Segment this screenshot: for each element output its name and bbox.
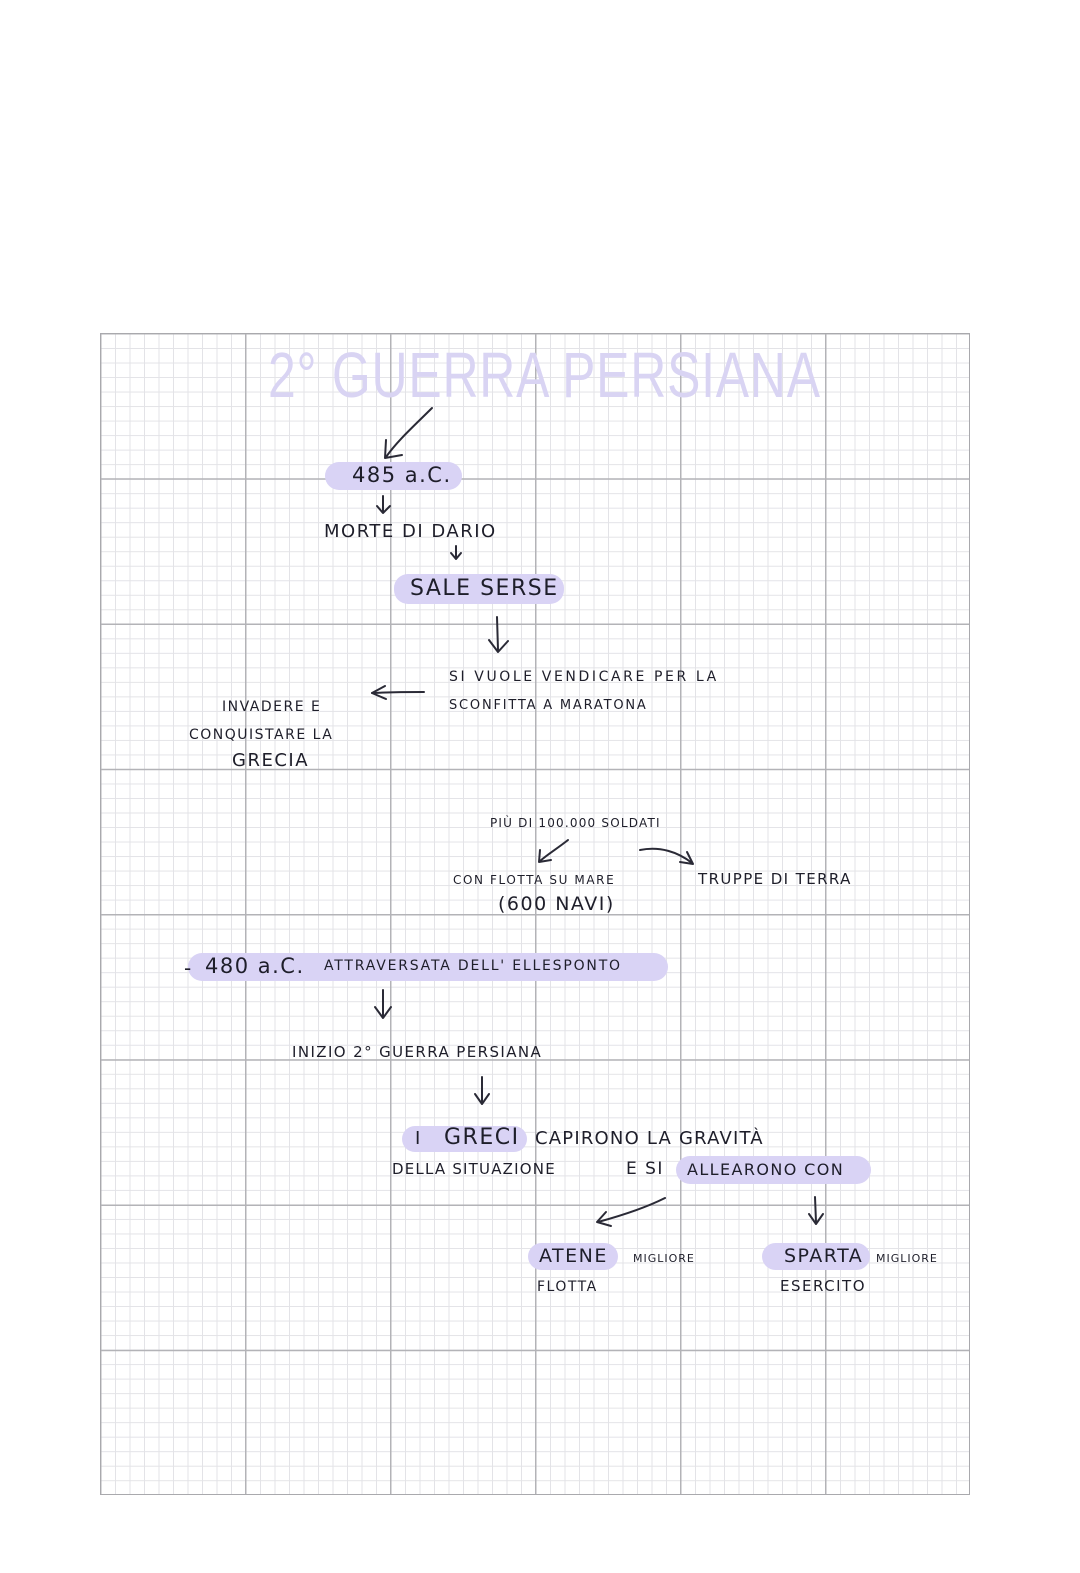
e-si: E SI — [626, 1159, 664, 1179]
highlight-alleati — [676, 1156, 871, 1184]
vendicare-line-2: SCONFITTA A MARATONA — [449, 698, 648, 713]
date-485: 485 a.C. — [352, 463, 452, 487]
date-480: 480 a.C. — [205, 954, 305, 978]
truppe-di-terra: TRUPPE DI TERRA — [698, 870, 852, 888]
invadere-line-2: CONQUISTARE LA — [189, 727, 334, 743]
flotta-line-1: CON FLOTTA SU MARE — [453, 873, 616, 887]
sparta: SPARTA — [784, 1245, 864, 1267]
atene: ATENE — [539, 1245, 608, 1267]
invadere-line-3: GRECIA — [232, 750, 310, 771]
dash-marker: - — [184, 956, 193, 980]
della-situazione: DELLA SITUAZIONE — [392, 1160, 556, 1178]
greci-i: I — [415, 1128, 422, 1149]
invadere-line-1: INVADERE E — [222, 699, 322, 715]
greci-word: GRECI — [444, 1125, 520, 1150]
inizio-guerra: INIZIO 2° GUERRA PERSIANA — [292, 1043, 543, 1061]
atene-flotta: FLOTTA — [537, 1279, 598, 1295]
sparta-migliore: MIGLIORE — [876, 1252, 938, 1265]
atene-migliore: MIGLIORE — [633, 1252, 695, 1265]
sale-serse: SALE SERSE — [410, 576, 559, 601]
highlight-485 — [325, 462, 462, 490]
grid-paper — [100, 333, 970, 1495]
flotta-line-2: (600 NAVI) — [498, 893, 615, 915]
soldati: PIÙ DI 100.000 SOLDATI — [490, 816, 661, 830]
sparta-esercito: ESERCITO — [780, 1277, 867, 1295]
highlight-atene — [528, 1243, 618, 1270]
highlight-greci — [402, 1126, 527, 1152]
highlight-serse — [394, 574, 564, 604]
highlight-480 — [188, 953, 668, 981]
highlight-sparta — [762, 1243, 870, 1270]
attraversata-ellesponto: ATTRAVERSATA DELL' ELLESPONTO — [324, 958, 622, 974]
allearono-con: ALLEARONO CON — [687, 1160, 845, 1179]
greci-capirono: CAPIRONO LA GRAVITÀ — [535, 1128, 764, 1149]
morte-di-dario: MORTE DI DARIO — [324, 521, 497, 542]
vendicare-line-1: SI VUOLE VENDICARE PER LA — [449, 669, 719, 685]
page-title: 2° GUERRA PERSIANA — [268, 339, 821, 411]
